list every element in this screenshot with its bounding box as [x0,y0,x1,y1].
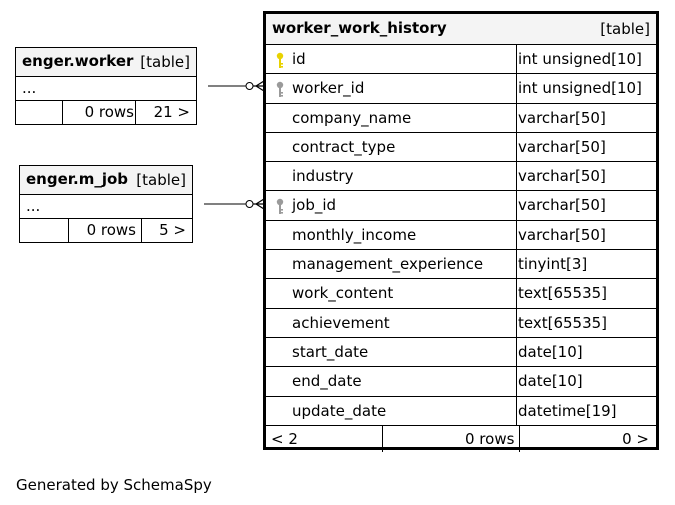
column-row-contract-type[interactable]: contract_type varchar[50] [266,132,656,163]
table-name: worker_work_history [272,19,447,37]
table-footer: 0 rows 5 > [20,219,192,242]
column-name: update_date [292,401,387,420]
column-row-achievement[interactable]: achievement text[65535] [266,308,656,338]
column-name: worker_id [292,79,365,98]
foreign-key-icon [276,199,284,215]
column-row-id[interactable]: id int unsigned[10] [266,45,656,75]
table-enger-worker[interactable]: enger.worker [table] ... 0 rows 21 > [15,47,197,125]
columns-ellipsis: ... [16,77,196,101]
column-row-end-date[interactable]: end_date date[10] [266,367,656,397]
column-name: management_experience [292,255,484,274]
column-row-management-experience[interactable]: management_experience tinyint[3] [266,250,656,280]
row-count: 0 rows [465,429,515,448]
relation-job [204,198,265,210]
table-kind: [table] [140,53,190,71]
column-name: monthly_income [292,225,417,244]
table-kind: [table] [136,171,186,189]
row-count: 0 rows [86,221,136,239]
column-type: text[65535] [518,313,608,332]
column-name: work_content [292,284,394,303]
generated-by-text: Generated by SchemaSpy [16,476,212,494]
column-name: end_date [292,372,362,391]
column-type: varchar[50] [518,196,606,215]
column-name: industry [292,167,354,186]
children-count[interactable]: 21 > [153,103,190,121]
table-header: enger.m_job [table] [20,166,192,195]
column-row-worker-id[interactable]: worker_id int unsigned[10] [266,74,656,104]
table-footer: < 2 0 rows 0 > [266,425,656,452]
column-type: varchar[50] [518,225,606,244]
table-header: enger.worker [table] [16,48,196,77]
children-count[interactable]: 0 > [622,429,649,448]
column-type: varchar[50] [518,108,606,127]
column-type: varchar[50] [518,137,606,156]
table-name: enger.m_job [26,170,129,188]
column-name: start_date [292,342,369,361]
table-footer: 0 rows 21 > [16,101,196,124]
column-type: varchar[50] [518,167,606,186]
column-row-update-date[interactable]: update_date datetime[19] [266,396,656,426]
table-kind: [table] [600,20,650,38]
table-header: worker_work_history [table] [266,14,656,45]
column-list: id int unsigned[10] worker_id int unsigned[… [266,45,656,426]
column-name: achievement [292,313,390,332]
column-row-monthly-income[interactable]: monthly_income varchar[50] [266,220,656,251]
table-name: enger.worker [22,52,134,70]
relation-worker [208,80,265,92]
column-row-industry[interactable]: industry varchar[50] [266,162,656,192]
column-type: int unsigned[10] [518,79,642,98]
column-type: date[10] [518,372,583,391]
column-row-work-content[interactable]: work_content text[65535] [266,279,656,309]
column-type: tinyint[3] [518,255,588,274]
column-type: datetime[19] [518,401,617,420]
column-type: int unsigned[10] [518,50,642,68]
column-type: text[65535] [518,284,608,303]
row-count: 0 rows [84,103,134,121]
column-name: company_name [292,108,412,127]
children-count[interactable]: 5 > [159,221,186,239]
column-name: id [292,50,306,68]
table-worker-work-history[interactable]: worker_work_history [table] id int unsign… [263,11,659,452]
column-row-company-name[interactable]: company_name varchar[50] [266,103,656,133]
table-enger-m-job[interactable]: enger.m_job [table] ... 0 rows 5 > [19,165,193,243]
columns-ellipsis: ... [20,195,192,219]
column-type: date[10] [518,342,583,361]
column-name: job_id [292,196,337,215]
foreign-key-icon [276,82,284,98]
column-name: contract_type [292,137,396,156]
parents-count[interactable]: < 2 [271,429,298,448]
column-row-start-date[interactable]: start_date date[10] [266,337,656,368]
column-row-job-id[interactable]: job_id varchar[50] [266,191,656,221]
primary-key-icon [276,52,284,68]
